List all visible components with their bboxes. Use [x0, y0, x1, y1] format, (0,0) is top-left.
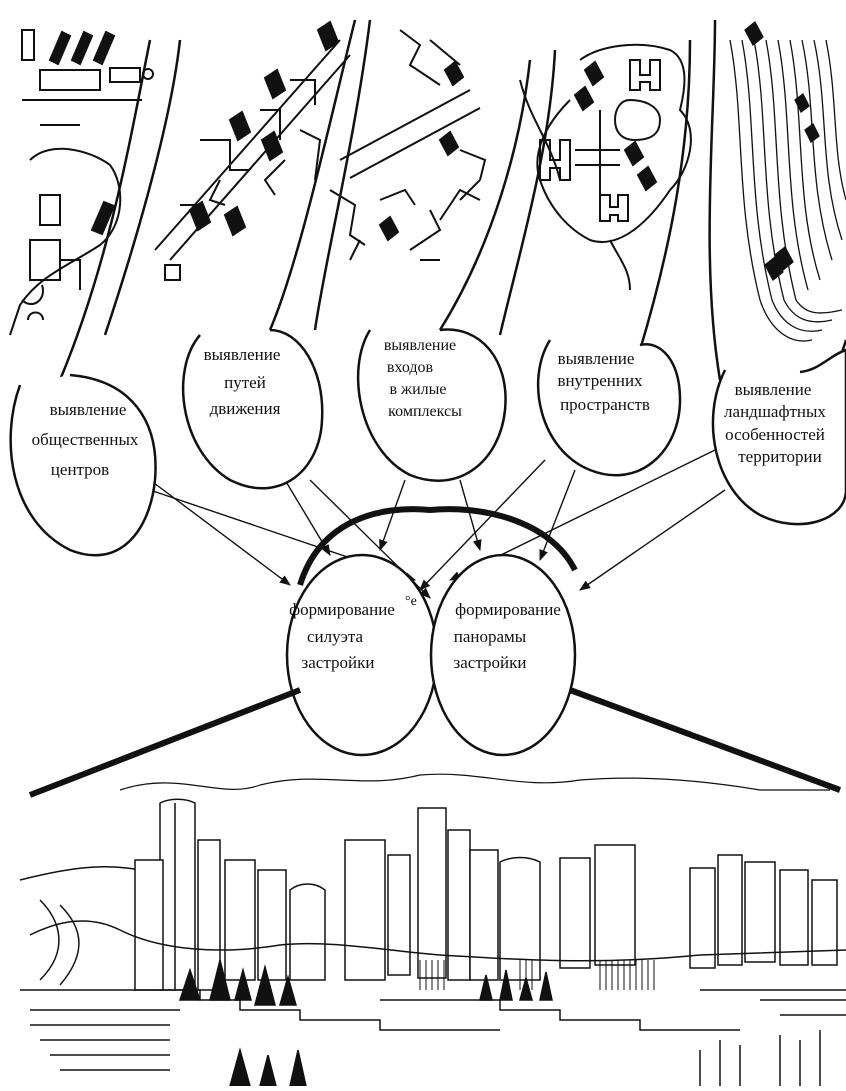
- result-node-silhouette: формирование силуэта застройки: [285, 553, 439, 757]
- result-label-line: застройки: [454, 653, 527, 672]
- node-label-line: выявление: [50, 400, 127, 419]
- result-label-line: формирование: [289, 600, 395, 619]
- entrance-plan-map: [329, 29, 487, 261]
- node-label-line: центров: [51, 460, 109, 479]
- top-node-paths: выявление путей движения: [181, 328, 324, 490]
- node-label-line: выявление: [204, 345, 281, 364]
- node-label-line: выявление: [384, 337, 456, 354]
- node-label-line: движения: [210, 399, 281, 418]
- top-node-entrances: выявление входов в жилые комплексы: [357, 328, 507, 482]
- street-plan-map: [154, 20, 351, 281]
- top-node-spaces: выявление внутренних пространств: [537, 339, 682, 477]
- top-node-landscape: выявление ландшафтных особенностей терри…: [711, 348, 846, 526]
- node-label-line: территории: [738, 447, 821, 466]
- stray-mark: °е: [405, 594, 417, 609]
- contour-map: [729, 21, 846, 342]
- city-skyline-drawing: [19, 773, 846, 1087]
- node-label-line: выявление: [558, 349, 635, 368]
- node-label-line: выявление: [735, 380, 812, 399]
- site-plan-map: [9, 29, 154, 336]
- node-label-line: входов: [387, 359, 434, 376]
- top-node-centers: выявление общественных центров: [9, 373, 157, 557]
- node-label-line: комплексы: [388, 403, 462, 420]
- node-label-line: внутренних: [557, 371, 643, 390]
- result-node-panorama: формирование панорамы застройки: [429, 553, 577, 757]
- node-label-line: путей: [224, 373, 266, 392]
- result-label-line: формирование: [455, 600, 561, 619]
- result-label-line: силуэта: [307, 627, 364, 646]
- result-arc: [297, 506, 578, 586]
- node-label-line: общественных: [32, 430, 139, 449]
- result-label-line: панорамы: [454, 627, 527, 646]
- courtyard-plan-map: [519, 43, 692, 291]
- node-label-line: в жилые: [389, 381, 446, 398]
- result-label-line: застройки: [302, 653, 375, 672]
- node-label-line: особенностей: [725, 425, 825, 444]
- node-label-line: ландшафтных: [724, 402, 826, 421]
- node-label-line: пространств: [560, 395, 650, 414]
- funnel-lines: [28, 687, 842, 798]
